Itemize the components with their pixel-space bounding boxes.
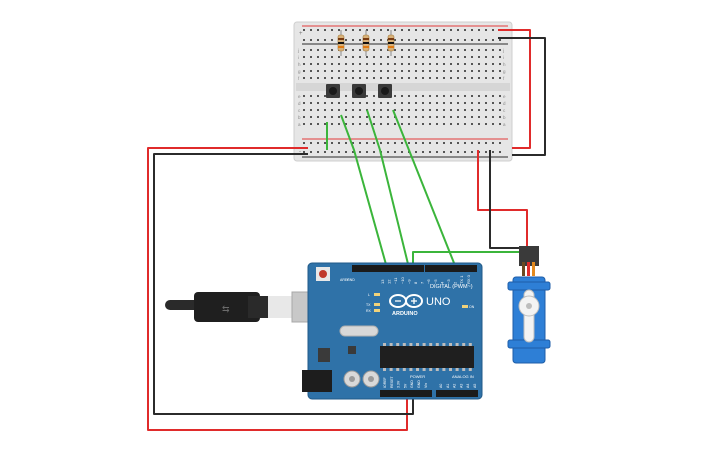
digital-pin-label: 4 (439, 281, 444, 284)
row-letter: d (503, 101, 506, 106)
digital-pin-label: ~11 (393, 277, 398, 284)
row-letter: h (298, 62, 301, 67)
row-letter: f (503, 76, 505, 81)
wire-black-top-right[interactable] (498, 37, 546, 156)
analog-header (436, 390, 478, 397)
digital-pin-label: ~3 (446, 279, 451, 284)
on-label: ON (469, 305, 475, 309)
digital-label: DIGITAL (PWM~) (430, 284, 473, 290)
servo-connector (519, 246, 539, 266)
tx-label: TX (366, 303, 371, 307)
digital-pin-label: 8 (413, 281, 418, 284)
row-letter: j (297, 48, 299, 53)
resistor-1[interactable] (337, 30, 345, 56)
rail-plus-label: + (299, 31, 303, 37)
row-letter: b (503, 115, 506, 120)
row-letter: e (503, 94, 506, 99)
digital-pin-label: RX 0 (466, 274, 471, 284)
analog-pin-label: A1 (446, 384, 450, 388)
power-label: POWER (410, 374, 425, 379)
row-letter: c (503, 108, 506, 113)
breadboard-channel (296, 83, 510, 91)
row-letter: g (503, 69, 506, 74)
model-label: UNO (426, 296, 451, 308)
power-pin-label: GND (410, 380, 414, 388)
rx-label: RX (366, 309, 372, 313)
wire-red-top-right[interactable] (498, 29, 531, 149)
digital-pin-label: ~6 (426, 279, 431, 284)
digital-header-2 (425, 265, 477, 272)
servo-motor[interactable] (507, 246, 551, 364)
rail-minus-label: - (299, 149, 301, 155)
usb-icon: ⇆ (222, 304, 230, 314)
power-jack (302, 370, 332, 392)
wires (147, 29, 546, 431)
digital-pin-label: ~10 (400, 276, 405, 284)
row-letter: a (298, 122, 301, 127)
digital-pin-label: 2 (453, 281, 458, 284)
row-letter: h (503, 62, 506, 67)
analog-pin-label: A2 (453, 384, 457, 388)
crystal (339, 325, 379, 337)
arduino-logo-icon (389, 294, 423, 308)
reset-button[interactable] (319, 270, 327, 278)
analog-pin-label: A3 (459, 384, 463, 388)
pushbutton-1[interactable] (326, 84, 340, 98)
analog-pin-label: A4 (466, 384, 470, 388)
wire-red-servo[interactable] (477, 150, 528, 250)
power-pin-label: 3.3V (397, 380, 401, 388)
analog-label: ANALOG IN (452, 374, 474, 379)
row-letter: d (298, 101, 301, 106)
wire-red-5v[interactable] (147, 147, 408, 431)
digital-pin-label: TX 1 (459, 275, 464, 284)
power-pin-label: GND (417, 380, 421, 388)
digital-pin-label: ~9 (406, 279, 411, 284)
row-letter: j (502, 48, 504, 53)
power-pin-label: IOREF (383, 377, 387, 388)
row-letter: b (298, 115, 301, 120)
brand-label: ARDUINO (392, 311, 418, 317)
wire-black-gnd[interactable] (153, 153, 414, 415)
digital-header-1 (352, 265, 424, 272)
row-letter: a (503, 122, 506, 127)
row-letter: c (298, 108, 301, 113)
digital-pin-label: ~5 (433, 279, 438, 284)
pushbutton-3[interactable] (378, 84, 392, 98)
row-letter: g (298, 69, 301, 74)
row-letter: f (298, 76, 300, 81)
row-letter: i (298, 55, 299, 60)
analog-pin-label: A0 (439, 384, 443, 388)
digital-pin-label: 13 (380, 279, 385, 284)
digital-pin-label: 12 (387, 279, 392, 284)
atmega-chip (380, 346, 474, 368)
usb-cable[interactable]: ⇆ (165, 291, 323, 323)
power-pin-label: 5V (403, 383, 407, 388)
power-pin-label: Vin (424, 383, 428, 388)
row-letter: e (298, 94, 301, 99)
l-label: L (368, 293, 370, 297)
wire-green-button-1[interactable] (340, 114, 388, 269)
analog-pin-label: A5 (473, 384, 477, 388)
resistor-3[interactable] (387, 30, 395, 56)
digital-pin-label: 7 (420, 281, 425, 284)
wire-green-button-2[interactable] (366, 109, 410, 269)
wire-black-servo[interactable] (489, 150, 520, 249)
gnd-label: GND (347, 278, 355, 282)
wire-green-button-3[interactable] (392, 109, 457, 269)
power-pin-label: RESET (390, 375, 394, 388)
aref-label: AREF (340, 278, 349, 282)
row-letter: i (503, 55, 504, 60)
resistor-2[interactable] (362, 30, 370, 56)
pushbutton-2[interactable] (352, 84, 366, 98)
power-header (380, 390, 432, 397)
